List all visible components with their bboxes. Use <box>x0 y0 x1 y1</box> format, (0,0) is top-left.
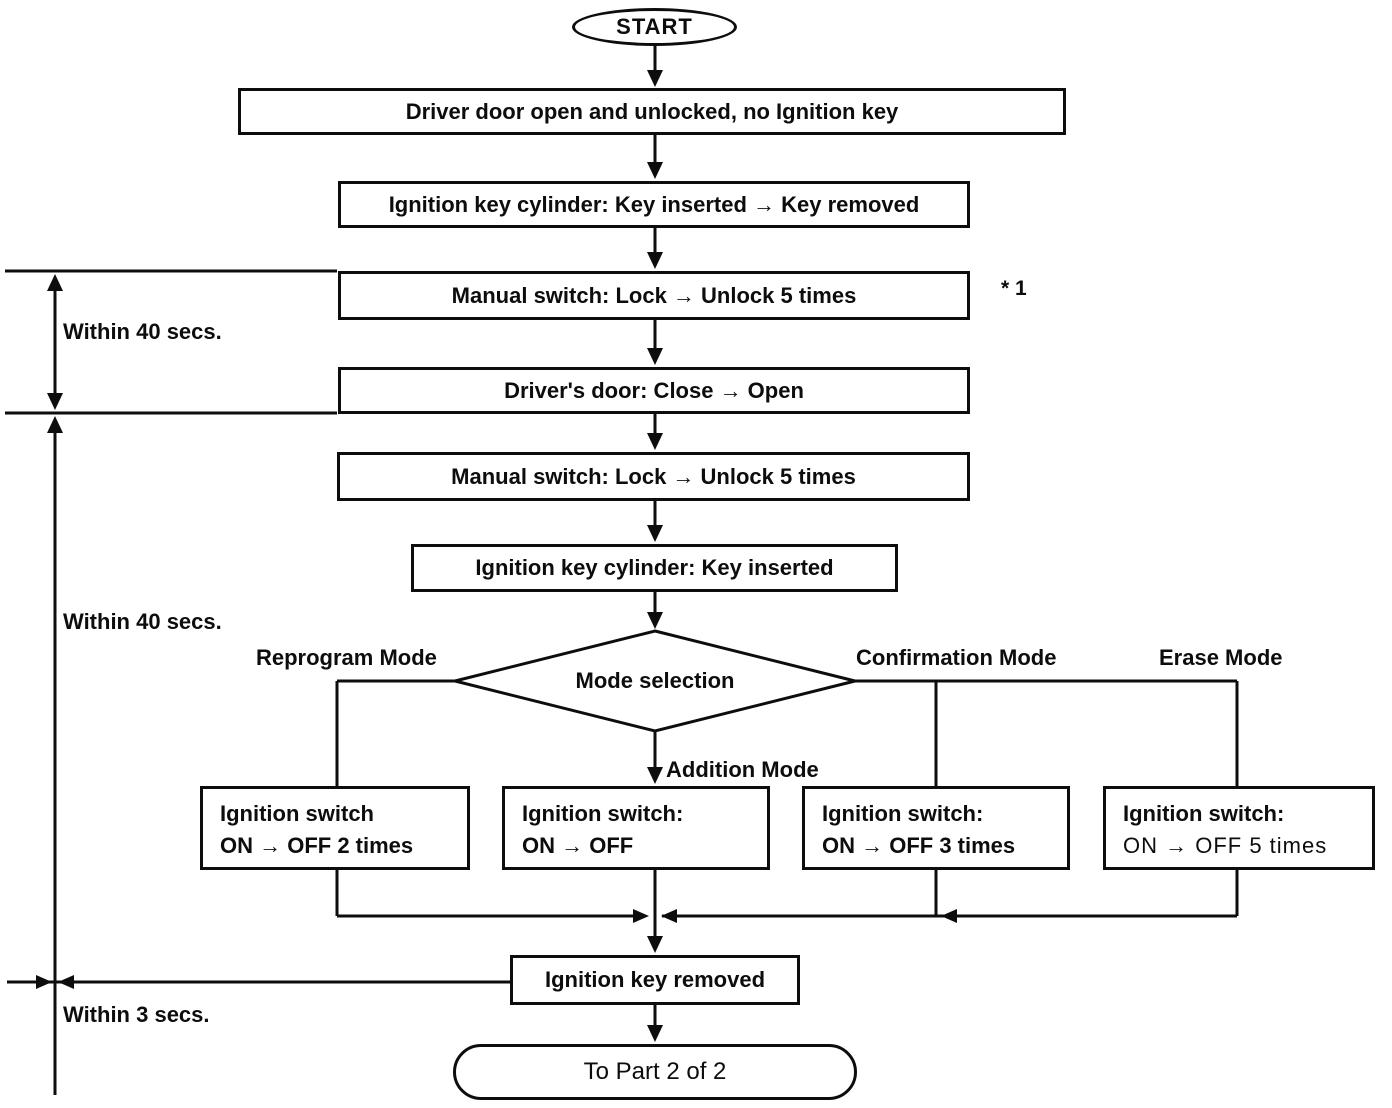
step-label: Manual switch: Lock → Unlock 5 times <box>451 463 856 489</box>
step-box-manual-switch-2: Manual switch: Lock → Unlock 5 times <box>337 452 970 501</box>
start-label: START <box>616 14 693 39</box>
step-label: Ignition key cylinder: Key inserted <box>475 555 834 580</box>
mode-box-line2: ON → OFF 5 times <box>1123 833 1328 858</box>
step-box-manual-switch-1: Manual switch: Lock → Unlock 5 times <box>338 271 970 320</box>
step-label: Ignition key cylinder: Key inserted → Ke… <box>388 191 920 217</box>
branch-label-erase: Erase Mode <box>1159 645 1283 670</box>
terminal-label: To Part 2 of 2 <box>583 1058 727 1085</box>
step-box-driver-door-open: Driver door open and unlocked, no Igniti… <box>238 88 1066 135</box>
branch-label-reprogram: Reprogram Mode <box>256 645 437 670</box>
step-box-drivers-door-close-open: Driver's door: Close → Open <box>338 367 970 414</box>
mode-box-line2: ON → OFF 2 times <box>220 833 414 858</box>
mode-selection-label: Mode selection <box>575 668 735 693</box>
mode-box-line1: Ignition switch: <box>1123 801 1285 826</box>
timing-label-within-40-secs-2: Within 40 secs. <box>63 609 222 634</box>
footnote-marker: * 1 <box>1001 277 1027 300</box>
branch-label-confirmation: Confirmation Mode <box>856 645 1057 670</box>
mode-box-line1: Ignition switch: <box>522 801 684 826</box>
mode-box-line1: Ignition switch <box>220 801 374 826</box>
mode-box-line1: Ignition switch: <box>822 801 984 826</box>
terminal-node-to-part-2: To Part 2 of 2 <box>453 1044 857 1100</box>
mode-box-erase: Ignition switch: ON → OFF 5 times <box>1103 786 1375 870</box>
step-label: Driver's door: Close → Open <box>504 377 804 403</box>
step-box-ignition-key-removed: Ignition key removed <box>510 955 800 1005</box>
step-label: Ignition key removed <box>544 967 766 992</box>
timing-label-within-40-secs-1: Within 40 secs. <box>63 319 222 344</box>
timing-label-within-3-secs: Within 3 secs. <box>63 1002 210 1027</box>
step-label: Driver door open and unlocked, no Igniti… <box>405 98 899 124</box>
step-box-key-inserted-removed: Ignition key cylinder: Key inserted → Ke… <box>338 181 970 228</box>
step-label: Manual switch: Lock → Unlock 5 times <box>451 282 857 308</box>
mode-box-line2: ON → OFF <box>522 833 634 858</box>
mode-box-addition: Ignition switch: ON → OFF <box>502 786 770 870</box>
mode-box-line2: ON → OFF 3 times <box>822 833 1016 858</box>
branch-label-addition: Addition Mode <box>666 757 819 782</box>
start-node: START <box>572 8 737 46</box>
step-box-key-inserted: Ignition key cylinder: Key inserted <box>411 544 898 592</box>
mode-box-reprogram: Ignition switch ON → OFF 2 times <box>200 786 470 870</box>
mode-box-confirmation: Ignition switch: ON → OFF 3 times <box>802 786 1070 870</box>
